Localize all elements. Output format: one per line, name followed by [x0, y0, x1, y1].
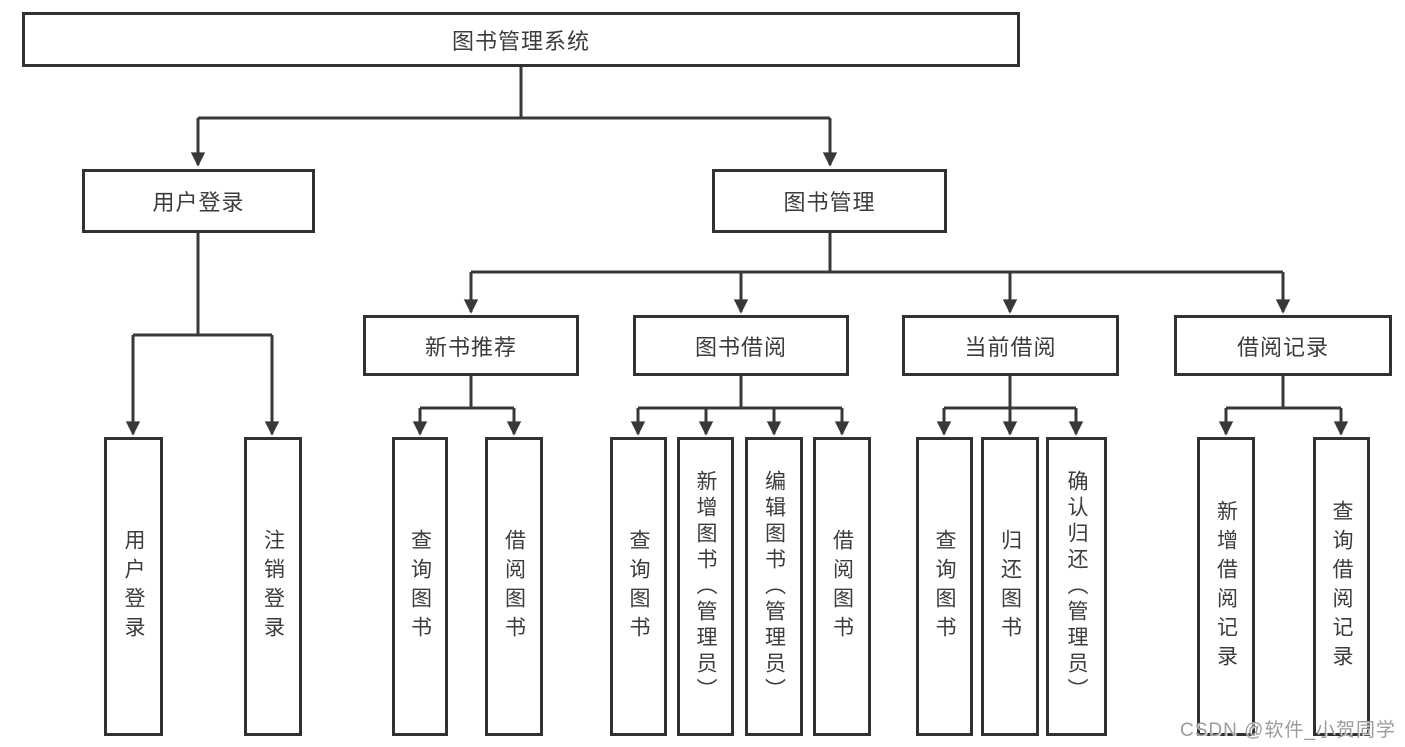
watermark: CSDN @软件_小贺同学	[1180, 720, 1396, 741]
node-current-borrowing: 当前借阅	[902, 315, 1119, 376]
node-leaf-cb-query-books: 查询图书	[916, 437, 973, 736]
leaf-label: 查询图书	[933, 528, 956, 645]
node-leaf-nb-borrow-books: 借阅图书	[485, 437, 543, 736]
leaf-label: 借阅图书	[502, 528, 526, 645]
leaf-label: 编辑图书（管理员）	[762, 469, 786, 704]
node-leaf-user-login: 用户登录	[104, 437, 163, 736]
node-borrowing-records: 借阅记录	[1174, 315, 1392, 376]
node-leaf-br-add-record: 新增借阅记录	[1197, 437, 1255, 736]
node-leaf-bb-edit-books-admin: 编辑图书（管理员）	[745, 437, 803, 736]
leaf-label: 新增图书（管理员）	[694, 469, 717, 704]
node-new-book-recommend: 新书推荐	[363, 315, 579, 376]
leaf-label: 确认归还（管理员）	[1065, 469, 1088, 704]
node-leaf-bb-add-books-admin: 新增图书（管理员）	[677, 437, 734, 736]
node-leaf-logout: 注销登录	[244, 437, 302, 736]
tree-skeleton	[133, 66, 1341, 410]
node-book-borrowing: 图书借阅	[633, 315, 849, 376]
leaf-label: 借阅图书	[830, 528, 854, 645]
node-leaf-cb-confirm-return-admin: 确认归还（管理员）	[1046, 437, 1107, 736]
leaf-label: 查询借阅记录	[1330, 499, 1353, 674]
node-leaf-bb-query-books: 查询图书	[610, 437, 667, 736]
leaf-label: 新增借阅记录	[1214, 499, 1238, 674]
leaf-label: 归还图书	[998, 528, 1022, 645]
leaf-label: 注销登录	[261, 528, 285, 645]
leaf-label: 查询图书	[627, 528, 650, 645]
node-leaf-cb-return-books: 归还图书	[981, 437, 1039, 736]
node-leaf-bb-borrow-books: 借阅图书	[813, 437, 871, 736]
node-book-management: 图书管理	[712, 169, 947, 233]
leaf-label: 用户登录	[122, 528, 145, 645]
node-user-login: 用户登录	[82, 169, 315, 233]
leaf-label: 查询图书	[408, 528, 432, 645]
node-library-system: 图书管理系统	[22, 12, 1020, 67]
node-leaf-br-query-record: 查询借阅记录	[1313, 437, 1370, 736]
node-leaf-nb-query-books: 查询图书	[392, 437, 448, 736]
